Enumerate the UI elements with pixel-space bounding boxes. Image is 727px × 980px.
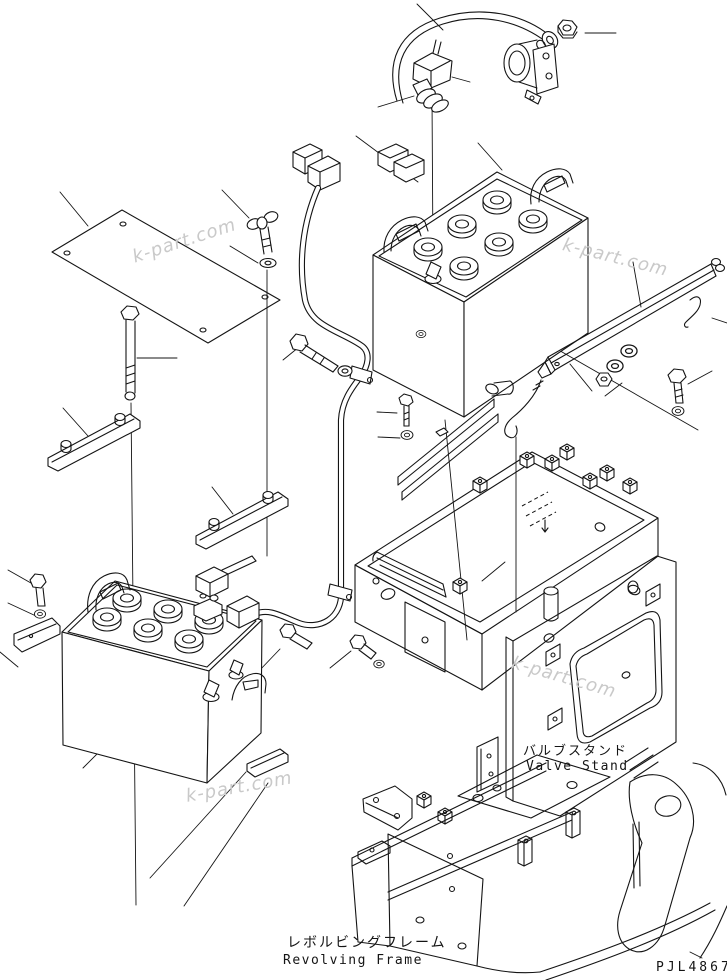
battery-pad (246, 748, 289, 778)
revolving-frame-label-en: Revolving Frame (283, 953, 423, 968)
hold-down-bar (537, 257, 726, 416)
leader-lines (0, 3, 727, 959)
valve-stand-label-jp: バルブスタンド (523, 744, 629, 759)
cable-clamp (327, 583, 353, 602)
cable-connectors (292, 143, 425, 191)
drawing-number: PJL4867 (656, 960, 727, 975)
battery-cover-plate (51, 209, 281, 344)
battery-upper (372, 168, 589, 418)
battery-handle (383, 216, 429, 253)
battery-terminal (202, 679, 220, 703)
valve-stand-panel (457, 555, 677, 819)
valve-stand-label-en: Valve Stand (526, 759, 629, 774)
wiring-harness (392, 11, 578, 113)
battery-stand (354, 443, 659, 691)
battery-handle (530, 168, 574, 205)
battery-terminal (228, 659, 244, 680)
j-hook-rod (485, 379, 544, 439)
nut (557, 19, 578, 39)
battery-cable (236, 184, 374, 629)
bracket-rails (47, 412, 289, 550)
hold-down-channel (372, 398, 499, 598)
revolving-frame (351, 762, 727, 980)
fasteners (13, 211, 427, 669)
revolving-frame-label-jp: レボルビングフレーム (287, 935, 447, 951)
battery-lower (61, 572, 267, 784)
spacer-block (13, 617, 61, 653)
battery-handle (231, 672, 267, 701)
battery-handle (87, 572, 131, 613)
terminal-clamps (193, 555, 260, 629)
battery-terminal (424, 261, 442, 285)
